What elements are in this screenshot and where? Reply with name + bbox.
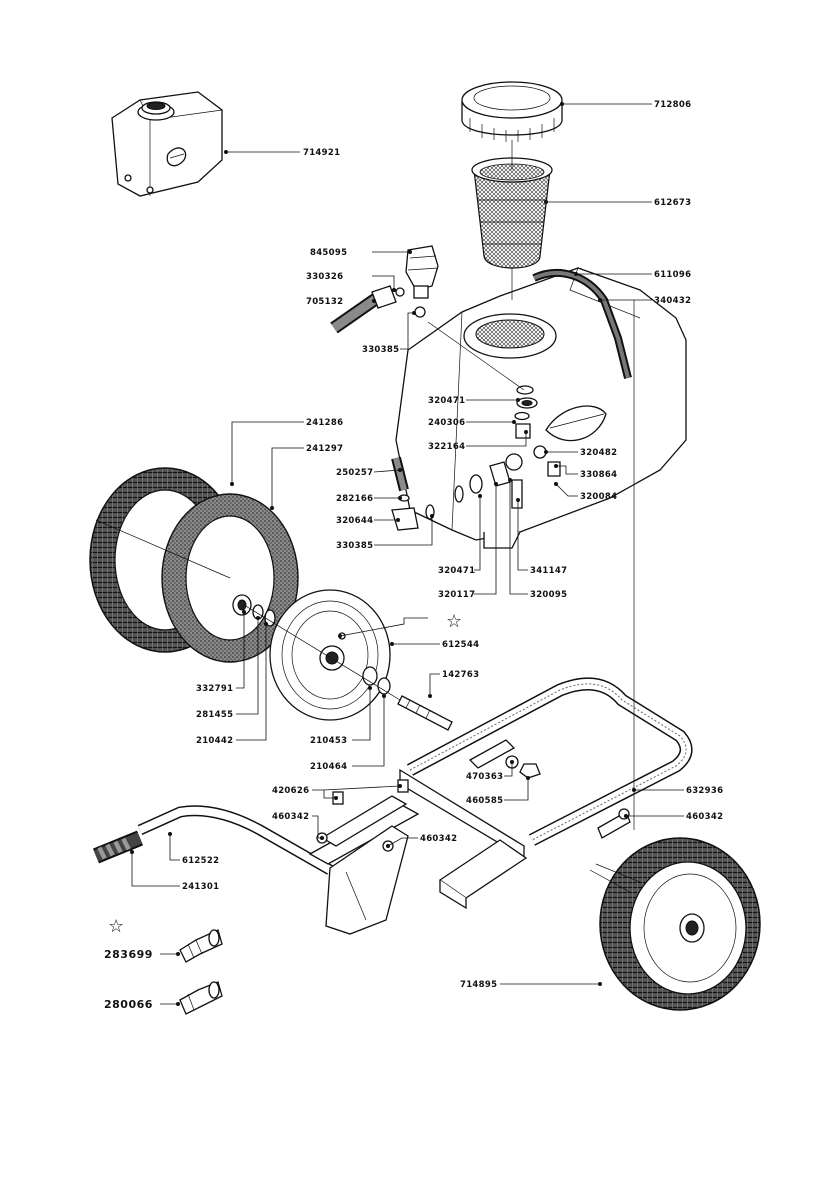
- part-label: 280066: [104, 998, 153, 1011]
- leader-lines: [130, 102, 684, 1006]
- part-label: 320117: [438, 590, 475, 600]
- part-label: 341147: [530, 566, 567, 576]
- part-label: 241286: [306, 418, 343, 428]
- filter-assembly: [330, 245, 439, 334]
- grip-241301: [92, 830, 144, 864]
- part-label: 320471: [428, 396, 465, 406]
- star-symbol: ☆: [446, 611, 463, 632]
- right-wheel-714895: [599, 837, 761, 1011]
- main-tank-611096: [395, 267, 687, 549]
- part-label: 460342: [686, 812, 723, 822]
- part-label: 332791: [196, 684, 233, 694]
- part-label: 240306: [428, 418, 465, 428]
- assembly-lines: [95, 140, 641, 893]
- grease-nipple-280066: [179, 981, 223, 1015]
- part-label: 460585: [466, 796, 503, 806]
- frame-632936: [399, 677, 693, 910]
- part-label: 210442: [196, 736, 233, 746]
- part-label: 612522: [182, 856, 219, 866]
- part-label: 322164: [428, 442, 465, 452]
- strainer-basket-612673: [471, 157, 553, 269]
- part-label: 241301: [182, 882, 219, 892]
- part-label: 460342: [420, 834, 457, 844]
- part-label: 612673: [654, 198, 691, 208]
- part-label: 283699: [104, 948, 153, 961]
- part-label: 210453: [310, 736, 347, 746]
- tube-241297: [161, 493, 299, 663]
- part-label: 714895: [460, 980, 497, 990]
- part-label: 330864: [580, 470, 617, 480]
- part-label: 320482: [580, 448, 617, 458]
- part-label: 320095: [530, 590, 567, 600]
- part-label: 330385: [336, 541, 373, 551]
- part-labels: 714921 712806 612673 845095 330326 70513…: [104, 100, 723, 1011]
- part-label: 420626: [272, 786, 309, 796]
- part-label: 241297: [306, 444, 343, 454]
- part-label: 845095: [310, 248, 347, 258]
- part-label: 281455: [196, 710, 233, 720]
- part-label: 250257: [336, 468, 373, 478]
- part-label: 632936: [686, 786, 723, 796]
- part-label: 282166: [336, 494, 373, 504]
- part-label: 340432: [654, 296, 691, 306]
- part-label: 712806: [654, 100, 691, 110]
- rim-612544: [269, 589, 391, 721]
- part-label: 330326: [306, 272, 343, 282]
- part-label: 611096: [654, 270, 691, 280]
- part-label: 320644: [336, 516, 373, 526]
- star-symbol: ☆: [108, 916, 125, 937]
- part-label: 320084: [580, 492, 617, 502]
- handle-612522: [137, 795, 420, 935]
- grease-nipple-283699: [179, 929, 223, 963]
- part-label: 460342: [272, 812, 309, 822]
- part-label: 705132: [306, 297, 343, 307]
- axle-142763: [362, 666, 453, 731]
- part-label: 470363: [466, 772, 503, 782]
- small-tank-714921: [111, 91, 223, 197]
- part-label: 320471: [438, 566, 475, 576]
- tank-lid-712806: [461, 81, 563, 142]
- part-label: 714921: [303, 148, 340, 158]
- part-label: 142763: [442, 670, 479, 680]
- part-label: 210464: [310, 762, 347, 772]
- part-label: 330385: [362, 345, 399, 355]
- part-label: 612544: [442, 640, 479, 650]
